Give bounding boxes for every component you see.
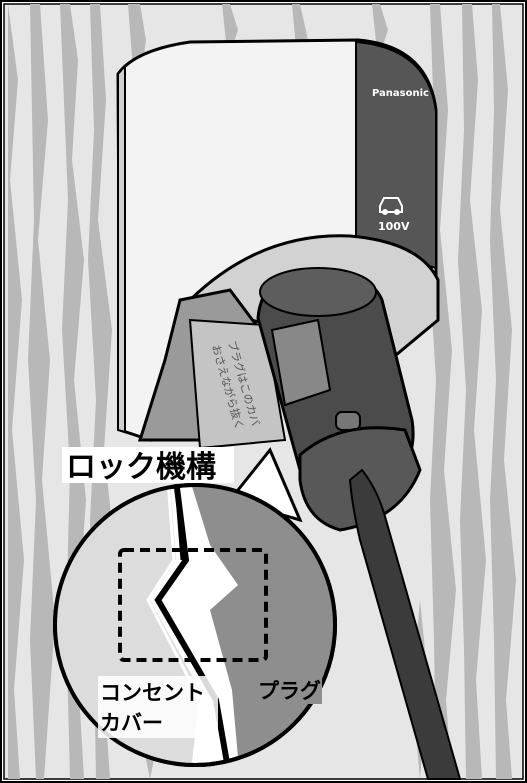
brand-label: Panasonic [372,88,429,99]
brand-panel [356,42,436,268]
outlet-cover-label-line1: コンセント [100,681,205,705]
outlet-cover-label-line2: カバー [100,711,163,735]
device-marking: 100V [378,220,410,233]
lock-mechanism-label: ロック機構 [66,450,216,485]
plug-label: プラグ [258,679,321,703]
